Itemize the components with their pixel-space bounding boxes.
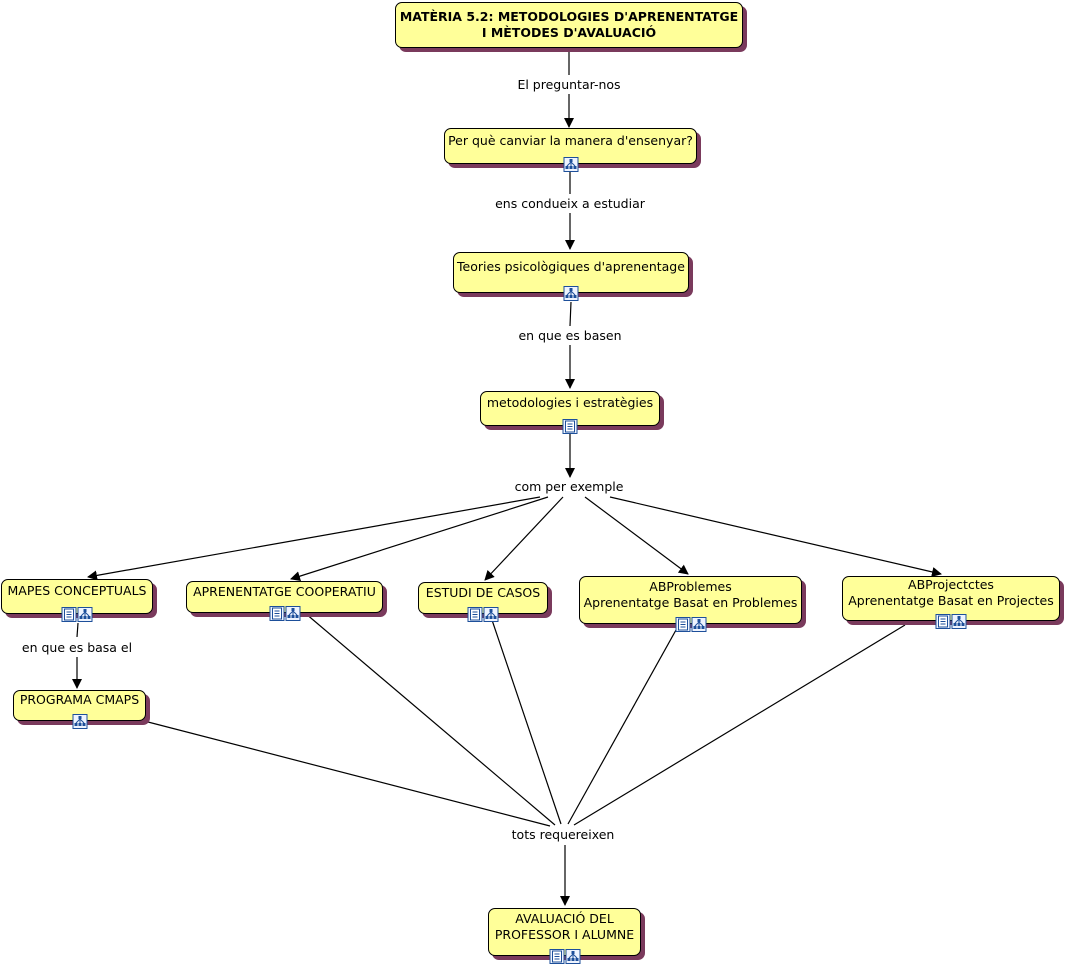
node-abp-text: ABProblemes Aprenentatge Basat en Proble… xyxy=(583,578,798,610)
node-metodologies[interactable]: metodologies i estratègies xyxy=(480,391,660,434)
line-cmaps-to-l6 xyxy=(147,721,551,827)
line-casos-to-l6 xyxy=(491,619,562,825)
node-metodologies-text: metodologies i estratègies xyxy=(486,395,654,410)
line-abpj-to-l6 xyxy=(573,624,906,826)
line-l4-to-coop xyxy=(290,496,549,582)
document-icon[interactable] xyxy=(562,419,578,434)
concept-map-icon[interactable] xyxy=(951,614,967,629)
line-abp-to-l6 xyxy=(567,629,677,825)
node-abproblemes[interactable]: ABProblemes Aprenentatge Basat en Proble… xyxy=(579,576,802,632)
node-avaluacio[interactable]: AVALUACIÓ DEL PROFESSOR I ALUMNE xyxy=(488,908,641,964)
concept-map-icon[interactable] xyxy=(77,607,93,622)
node-teories-text: Teories psicològiques d'aprenentage xyxy=(457,259,685,274)
node-title[interactable]: MATÈRIA 5.2: METODOLOGIES D'APRENENTATGE… xyxy=(395,2,743,48)
link-label-exemple[interactable]: com per exemple xyxy=(511,479,627,495)
node-estudi-de-casos[interactable]: ESTUDI DE CASOS xyxy=(418,582,548,622)
node-programa-cmaps[interactable]: PROGRAMA CMAPS xyxy=(13,690,146,729)
concept-map-icon[interactable] xyxy=(563,286,579,301)
node-coop-text: APRENENTATGE COOPERATIU xyxy=(193,583,376,599)
concept-map-icon[interactable] xyxy=(72,714,87,729)
link-label-requereixen[interactable]: tots requereixen xyxy=(508,827,618,843)
link-label-condueix[interactable]: ens condueix a estudiar xyxy=(492,196,648,212)
concept-map-icon[interactable] xyxy=(565,949,580,964)
document-icon[interactable] xyxy=(675,617,690,632)
document-icon[interactable] xyxy=(269,606,284,621)
line-l4-to-mapes xyxy=(87,496,541,581)
link-label-basen[interactable]: en que es basen xyxy=(515,328,625,344)
node-question[interactable]: Per què canviar la manera d'ensenyar? xyxy=(444,128,697,172)
document-icon[interactable] xyxy=(61,607,77,622)
line-l4-to-abpj xyxy=(609,496,942,577)
link-label-preguntar[interactable]: El preguntar-nos xyxy=(514,77,624,93)
document-icon[interactable] xyxy=(467,607,483,622)
node-aval-text: AVALUACIÓ DEL PROFESSOR I ALUMNE xyxy=(494,910,635,942)
line-teories-to-l3 xyxy=(569,301,572,327)
node-question-text: Per què canviar la manera d'ensenyar? xyxy=(448,132,693,148)
node-title-text: MATÈRIA 5.2: METODOLOGIES D'APRENENTATGE… xyxy=(399,9,739,40)
node-cmaps-text: PROGRAMA CMAPS xyxy=(19,692,140,707)
node-abpj-text: ABProjectctes Aprenentatge Basat en Proj… xyxy=(848,577,1054,608)
concept-map-icon[interactable] xyxy=(285,606,300,621)
concept-map-icon[interactable] xyxy=(483,607,499,622)
node-teories[interactable]: Teories psicològiques d'aprenentage xyxy=(453,252,689,301)
line-mapes-to-l5 xyxy=(76,622,79,638)
document-icon[interactable] xyxy=(549,949,564,964)
node-mapes-text: MAPES CONCEPTUALS xyxy=(7,583,147,598)
link-label-basa-el[interactable]: en que es basa el xyxy=(18,640,136,656)
node-casos-text: ESTUDI DE CASOS xyxy=(425,584,541,600)
node-abprojectes[interactable]: ABProjectctes Aprenentatge Basat en Proj… xyxy=(842,576,1060,629)
line-l4-to-abp xyxy=(584,496,689,575)
line-l4-to-casos xyxy=(484,496,564,581)
node-mapes-conceptuals[interactable]: MAPES CONCEPTUALS xyxy=(1,579,153,622)
concept-map-icon[interactable] xyxy=(691,617,706,632)
line-coop-to-l6 xyxy=(304,612,556,826)
document-icon[interactable] xyxy=(935,614,951,629)
concept-map-icon[interactable] xyxy=(563,157,578,172)
node-aprenentatge-cooperatiu[interactable]: APRENENTATGE COOPERATIU xyxy=(186,581,383,621)
